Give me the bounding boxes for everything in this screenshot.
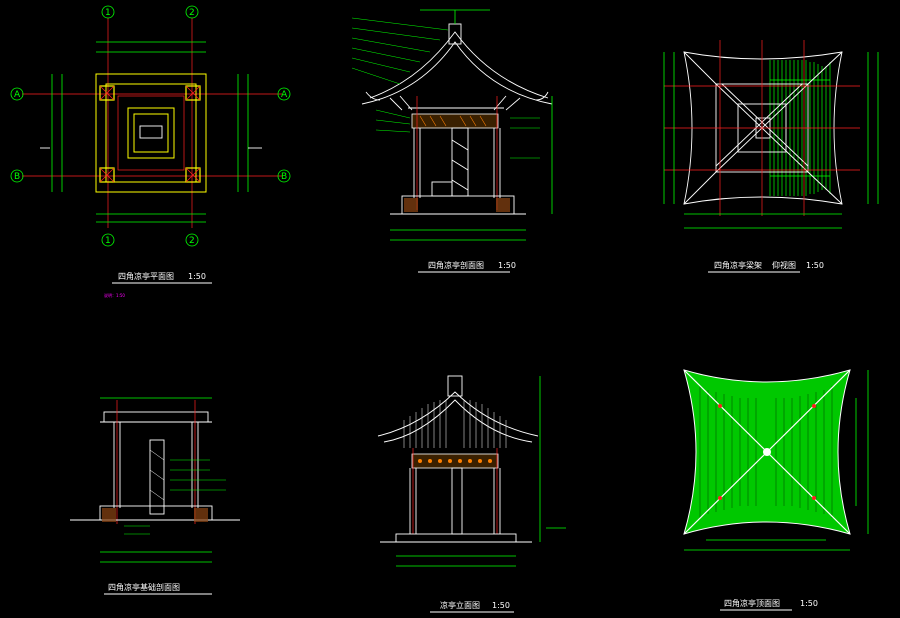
axis-label-b-right: B bbox=[281, 172, 287, 182]
plan-view: 1 2 1 2 A A B B 四角凉亭平面图 bbox=[10, 5, 291, 298]
axis-label-a-right: A bbox=[281, 90, 288, 100]
axis-label-1-top: 1 bbox=[105, 8, 111, 18]
axis-label-1-bottom: 1 bbox=[105, 236, 111, 246]
roof-framing-view: 四角凉亭梁架 仰视图 1:50 bbox=[663, 40, 879, 273]
elevation-view: 凉亭立面图 1:50 bbox=[377, 375, 566, 613]
axis-label-2-top: 2 bbox=[189, 8, 195, 18]
roof-framing-scale: 1:50 bbox=[806, 261, 824, 270]
foundation-title: 四角凉亭基础剖面图 bbox=[108, 582, 180, 592]
elevation-title: 凉亭立面图 bbox=[440, 600, 480, 610]
plan-note: 说明：1:50 bbox=[104, 292, 125, 298]
axis-label-a-left: A bbox=[14, 90, 21, 100]
roof-top-scale: 1:50 bbox=[800, 599, 818, 608]
plan-title: 四角凉亭平面图 bbox=[118, 271, 174, 281]
roof-framing-title: 四角凉亭梁架 bbox=[714, 260, 762, 270]
section-title: 四角凉亭剖面图 bbox=[428, 260, 484, 270]
elevation-scale: 1:50 bbox=[492, 601, 510, 610]
roof-framing-title-suffix: 仰视图 bbox=[772, 260, 796, 270]
section-scale: 1:50 bbox=[498, 261, 516, 270]
plan-scale: 1:50 bbox=[188, 272, 206, 281]
axis-label-b-left: B bbox=[14, 172, 20, 182]
axis-label-2-bottom: 2 bbox=[189, 236, 195, 246]
section-view: 四角凉亭剖面图 1:50 bbox=[351, 9, 553, 273]
foundation-view: 四角凉亭基础剖面图 bbox=[70, 397, 240, 595]
roof-top-view: 四角凉亭顶面图 1:50 bbox=[683, 369, 869, 611]
roof-top-title: 四角凉亭顶面图 bbox=[724, 598, 780, 608]
